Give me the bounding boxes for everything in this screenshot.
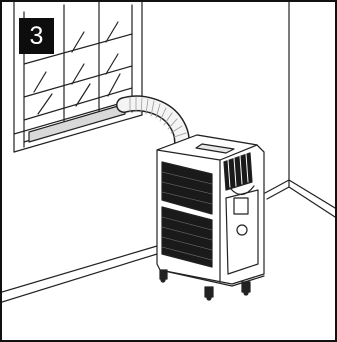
window-slider-panel	[29, 104, 125, 142]
air-conditioner-unit	[157, 135, 264, 300]
step-number-badge: 3	[19, 18, 54, 54]
exhaust-hose	[124, 97, 186, 142]
